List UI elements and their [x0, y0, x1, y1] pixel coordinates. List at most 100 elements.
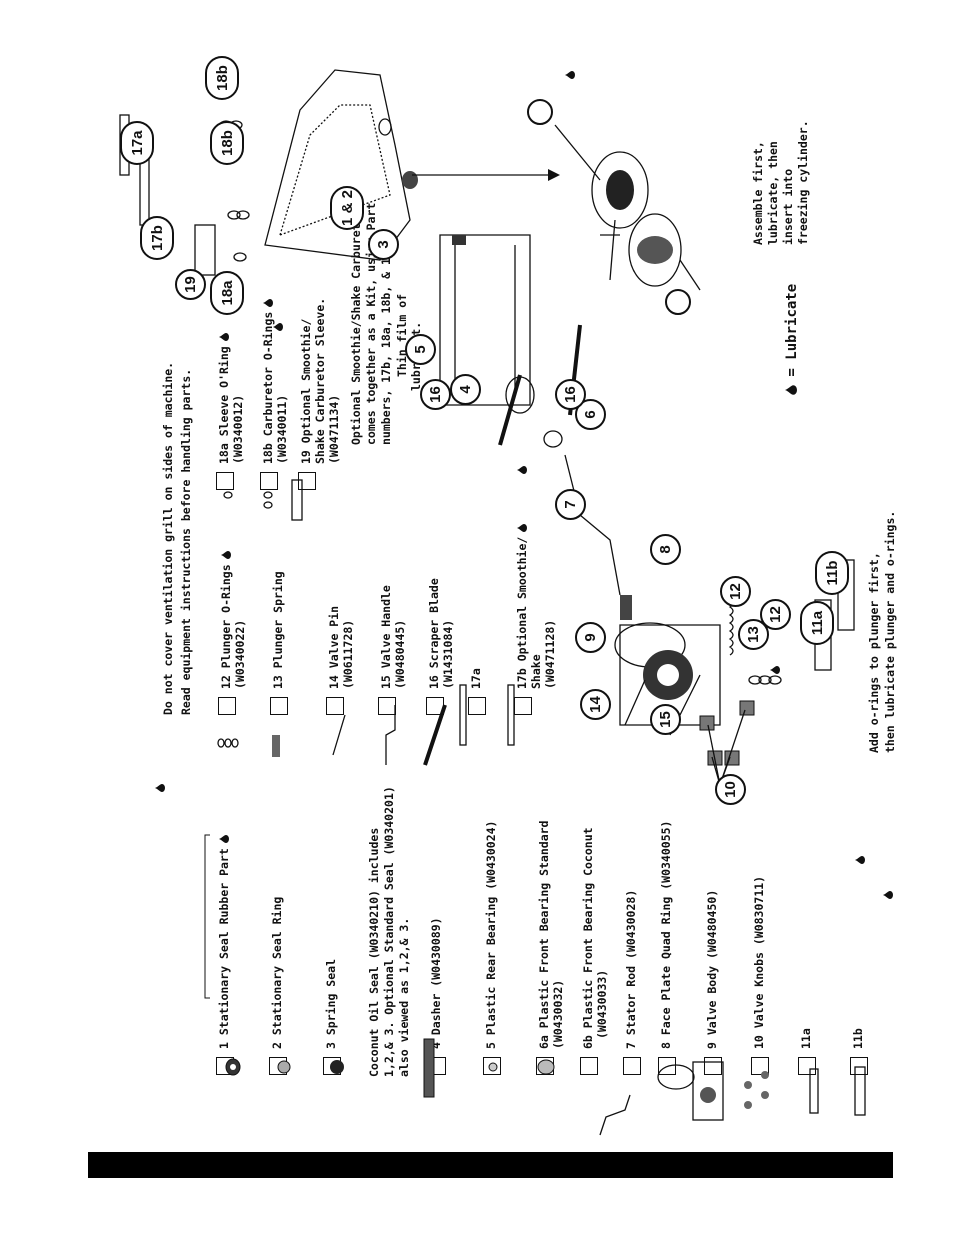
- scraper-blade-left: [498, 374, 522, 446]
- quad-ring-icon: [657, 1064, 695, 1090]
- valve-body-port: [657, 664, 679, 686]
- callout-bubble: 5: [405, 334, 436, 365]
- plunger-spring-icon: [272, 735, 280, 757]
- seal-ring-icon: [277, 1060, 291, 1074]
- valve-knob: [699, 715, 715, 731]
- stator-rod-7: [564, 454, 621, 596]
- front-bearing-icon: [537, 1059, 555, 1075]
- lubricant-drop-icon: [785, 385, 797, 395]
- seal-ring-small: [628, 213, 682, 287]
- seal-leader-line-2: [679, 259, 701, 291]
- stator-rod-end: [620, 595, 632, 620]
- oring-18a: [233, 252, 247, 262]
- oring-18b-lower: [227, 210, 241, 220]
- plunger-11a-icon: [809, 1068, 819, 1114]
- lubricant-drop-icon: [883, 891, 893, 899]
- callout-bubble: 18b: [210, 121, 244, 165]
- sleeve-oring-icon: [223, 491, 233, 499]
- lubricant-drop-icon: [517, 523, 527, 532]
- valve-body-icon: [692, 1061, 724, 1121]
- plunger-11b-icon: [854, 1066, 866, 1116]
- valve-body: [619, 624, 721, 726]
- lubricant-drop-icon: [273, 323, 283, 331]
- callout-bubble: 18a: [210, 271, 244, 315]
- callout-bubble: 19: [175, 269, 206, 300]
- callout-bubble: 13: [738, 619, 769, 650]
- seal-ring-small-core: [637, 236, 673, 264]
- part-label: 18b Carburetor O-Rings: [261, 298, 275, 464]
- plunger-oring: [748, 675, 762, 685]
- plunger-oring: [758, 675, 772, 685]
- part-label: 1 Stationary Seal Rubber Part: [217, 835, 231, 1049]
- lubricant-drop-icon: [219, 333, 229, 342]
- valve-pin-icon: [332, 714, 346, 756]
- lubricant-drop-icon: [770, 666, 780, 674]
- callout-bubble: 10: [715, 774, 746, 805]
- rod-17a-icon: [459, 684, 467, 746]
- scraper-blade-icon: [423, 704, 447, 766]
- plunger-oring-icon: [217, 738, 225, 748]
- callout-bubble-blank: [665, 289, 691, 315]
- callout-bubble-blank: [527, 99, 553, 125]
- lubricant-drop-icon: [155, 784, 165, 792]
- callout-bubble: 11a: [800, 601, 834, 645]
- rear-bearing-icon: [488, 1062, 498, 1072]
- housing-bolt: [378, 118, 392, 136]
- callout-bubble: 18b: [205, 56, 239, 100]
- seal-rubber-hole-icon: [230, 1064, 236, 1070]
- footer-bar: [88, 1152, 893, 1178]
- valve-knob-icon: [761, 1091, 769, 1099]
- callout-bubble: 12: [720, 576, 751, 607]
- callout-bubble: 14: [580, 689, 611, 720]
- lubricant-drop-icon: [219, 835, 229, 844]
- callout-bubble: 1 & 2: [330, 186, 364, 230]
- part-label: 12 Plunger O-Rings: [219, 551, 233, 689]
- machine-housing-inner: [279, 104, 391, 237]
- plunger-oring-icon: [231, 738, 239, 748]
- seal-ring-large-band: [606, 170, 634, 210]
- seal-ring-large: [591, 151, 649, 229]
- callout-bubble: 9: [575, 622, 606, 653]
- part-label: 18a Sleeve O'Ring: [217, 333, 231, 464]
- lubricant-drop-icon: [565, 71, 575, 79]
- carb-oring-icon: [263, 501, 273, 509]
- valve-knob-icon: [744, 1081, 752, 1089]
- valve-handle-icon: [385, 705, 396, 765]
- assembly-arrow-head: [548, 169, 560, 181]
- rod-17b-icon: [507, 684, 515, 746]
- dasher-icon: [423, 1038, 435, 1098]
- stator-rod-icon: [599, 1094, 631, 1136]
- lubricant-drop-icon: [263, 298, 273, 307]
- seal-leader-line: [554, 124, 601, 181]
- part-label: 17b Optional Smoothie/: [515, 523, 529, 689]
- callout-bubble: 4: [450, 374, 481, 405]
- callout-bubble: 17b: [140, 216, 174, 260]
- carb-sleeve-icon: [291, 479, 303, 521]
- lubricate-legend: = Lubricate: [784, 284, 800, 400]
- callout-bubble: 15: [650, 704, 681, 735]
- dasher-body: [439, 234, 531, 406]
- spring-seal-icon: [330, 1060, 344, 1074]
- lubricant-drop-icon: [855, 856, 865, 864]
- valve-pin: [624, 679, 646, 726]
- valve-knob-icon: [761, 1071, 769, 1079]
- seal-leader-line-4: [609, 219, 616, 281]
- callout-bubble: 8: [650, 534, 681, 565]
- front-bearing-6: [543, 430, 563, 448]
- valve-knob-icon: [744, 1101, 752, 1109]
- callout-bubble: 11b: [815, 551, 849, 595]
- lubricant-drop-icon: [517, 466, 527, 474]
- oring-18b-lower-2: [236, 210, 250, 220]
- callout-bubble: 7: [555, 489, 586, 520]
- knob-leader-3: [707, 724, 721, 786]
- freezing-cylinder-port: [402, 171, 418, 189]
- callout-bubble: 16: [420, 379, 451, 410]
- callout-bubble: 16: [555, 379, 586, 410]
- sleeve-19: [194, 224, 216, 276]
- plunger-oring: [768, 675, 782, 685]
- lubricant-drop-icon: [221, 551, 231, 560]
